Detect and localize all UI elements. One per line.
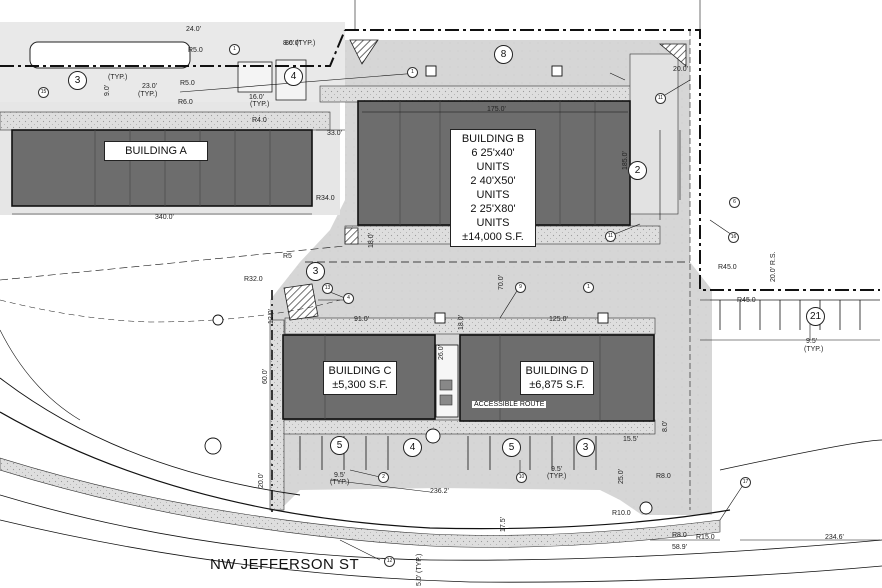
keynote-bubble: 3: [576, 438, 595, 457]
dim-label: 234.6': [825, 534, 844, 541]
dim-label: 24.0': [186, 26, 201, 33]
dim-label: 20.0': [673, 66, 688, 73]
dim-label: 5.0' (TYP.): [416, 553, 423, 586]
dim-label: R5: [283, 253, 292, 260]
keynote-bubble: 2: [628, 161, 647, 180]
dim-label: R45.0: [737, 297, 756, 304]
dim-label: 86.0': [285, 40, 300, 47]
keynote-bubble: 5: [502, 438, 521, 457]
keynote-marker: 17: [740, 477, 751, 488]
dim-label: 26.0': [438, 345, 445, 360]
dim-label: 12.0': [268, 309, 275, 324]
dim-label: 9.5': [334, 472, 346, 479]
building-a-label: BUILDING A: [104, 141, 208, 161]
keynote-marker: 4: [343, 293, 354, 304]
dim-label: R8.0: [672, 532, 687, 539]
dim-label: 8.0': [662, 420, 669, 432]
building-b-units-1: 6 25'x40' UNITS: [471, 147, 515, 173]
dim-label: R8.0: [656, 473, 671, 480]
dim-label: (TYP.): [330, 479, 350, 486]
dim-label: 125.0': [549, 316, 568, 323]
keynote-bubble: 4: [403, 438, 422, 457]
keynote-bubble: 5: [330, 436, 349, 455]
building-b-units-2: 2 40'X50' UNITS: [470, 175, 516, 201]
keynote-bubble: 4: [284, 67, 303, 86]
site-fixtures: [204, 65, 653, 515]
dim-label: R5.0: [180, 80, 195, 87]
dim-label: (TYP.): [108, 74, 128, 81]
landscape-islands: [29, 39, 687, 321]
dim-label: R4.0: [252, 117, 267, 124]
dim-label: 60.0': [262, 369, 269, 384]
building-c-area: ±5,300 S.F.: [332, 379, 388, 391]
dim-label: 70.0': [498, 275, 505, 290]
keynote-marker: 1: [583, 282, 594, 293]
keynote-marker: 6: [729, 197, 740, 208]
dim-label: 17.5': [500, 517, 507, 532]
dim-label: 91.0': [354, 316, 369, 323]
dim-label: R5.0: [188, 47, 203, 54]
dim-label: 25.0': [618, 469, 625, 484]
building-c-name: BUILDING C: [328, 365, 392, 377]
dim-label: (TYP.): [250, 101, 270, 108]
building-c-label: BUILDING C ±5,300 S.F.: [323, 361, 397, 395]
roadway: [0, 299, 882, 583]
dim-label: R45.0: [718, 264, 737, 271]
keynote-marker: 12: [384, 556, 395, 567]
keynote-marker: 11: [605, 231, 616, 242]
building-d-label: BUILDING D ±6,875 S.F.: [520, 361, 594, 395]
building-a-name: BUILDING A: [125, 145, 187, 157]
building-d-area: ±6,875 S.F.: [529, 379, 585, 391]
dim-label: (TYP.): [138, 91, 158, 98]
keynote-marker: 2: [378, 472, 389, 483]
accessible-route-label: ACCESSIBLE ROUTE: [472, 401, 547, 408]
street-name-label: NW JEFFERSON ST: [210, 556, 360, 573]
dim-label: (TYP.): [804, 346, 824, 353]
dim-label: R34.0: [316, 195, 335, 202]
dim-label: 175.0': [487, 106, 506, 113]
keynote-marker: 9: [515, 282, 526, 293]
building-a-footprint: [11, 129, 313, 207]
keynote-marker: 1: [407, 67, 418, 78]
dim-label: 18.0': [458, 315, 465, 330]
dim-label: R15.0: [696, 534, 715, 541]
building-b-label: BUILDING B 6 25'x40' UNITS 2 40'X50' UNI…: [450, 129, 536, 247]
dim-label: (TYP.): [547, 473, 567, 480]
keynote-bubble: 8: [494, 45, 513, 64]
dim-label: R32.0: [244, 276, 263, 283]
dim-label: 20.0' R.S.: [770, 251, 777, 282]
dim-label: 9.0': [104, 84, 111, 96]
dim-label: 58.9': [672, 544, 687, 551]
dim-label: 20.0': [258, 473, 265, 488]
building-b-units-3: 2 25'X80' UNITS: [470, 203, 516, 229]
building-d-name: BUILDING D: [525, 365, 589, 377]
keynote-bubble: 21: [806, 307, 825, 326]
dim-label: R6.0: [178, 99, 193, 106]
dim-label: 236.2': [430, 488, 449, 495]
keynote-marker: 15: [38, 87, 49, 98]
dim-label: 33.0': [327, 130, 342, 137]
dim-label: 9.5': [806, 338, 818, 345]
dim-label: 8.0' (TYP.): [283, 40, 316, 47]
dim-label: 18.0': [368, 233, 375, 248]
building-b-name: BUILDING B: [461, 133, 525, 145]
keynote-bubble: 3: [68, 71, 87, 90]
dim-label: R10.0: [612, 510, 631, 517]
dim-label: 16.0': [249, 94, 264, 101]
keynote-bubble: 3: [306, 262, 325, 281]
keynote-marker: 11: [655, 93, 666, 104]
keynote-marker: 13: [322, 283, 333, 294]
keynote-marker: 1: [229, 44, 240, 55]
building-b-area: ±14,000 S.F.: [462, 231, 524, 243]
dim-label: 15.5': [623, 436, 638, 443]
keynote-marker: 16: [728, 232, 739, 243]
dim-label: 340.0': [155, 214, 174, 221]
keynote-marker: 10: [516, 472, 527, 483]
dim-label: 9.5': [551, 466, 563, 473]
dim-label: 23.0': [142, 83, 157, 90]
